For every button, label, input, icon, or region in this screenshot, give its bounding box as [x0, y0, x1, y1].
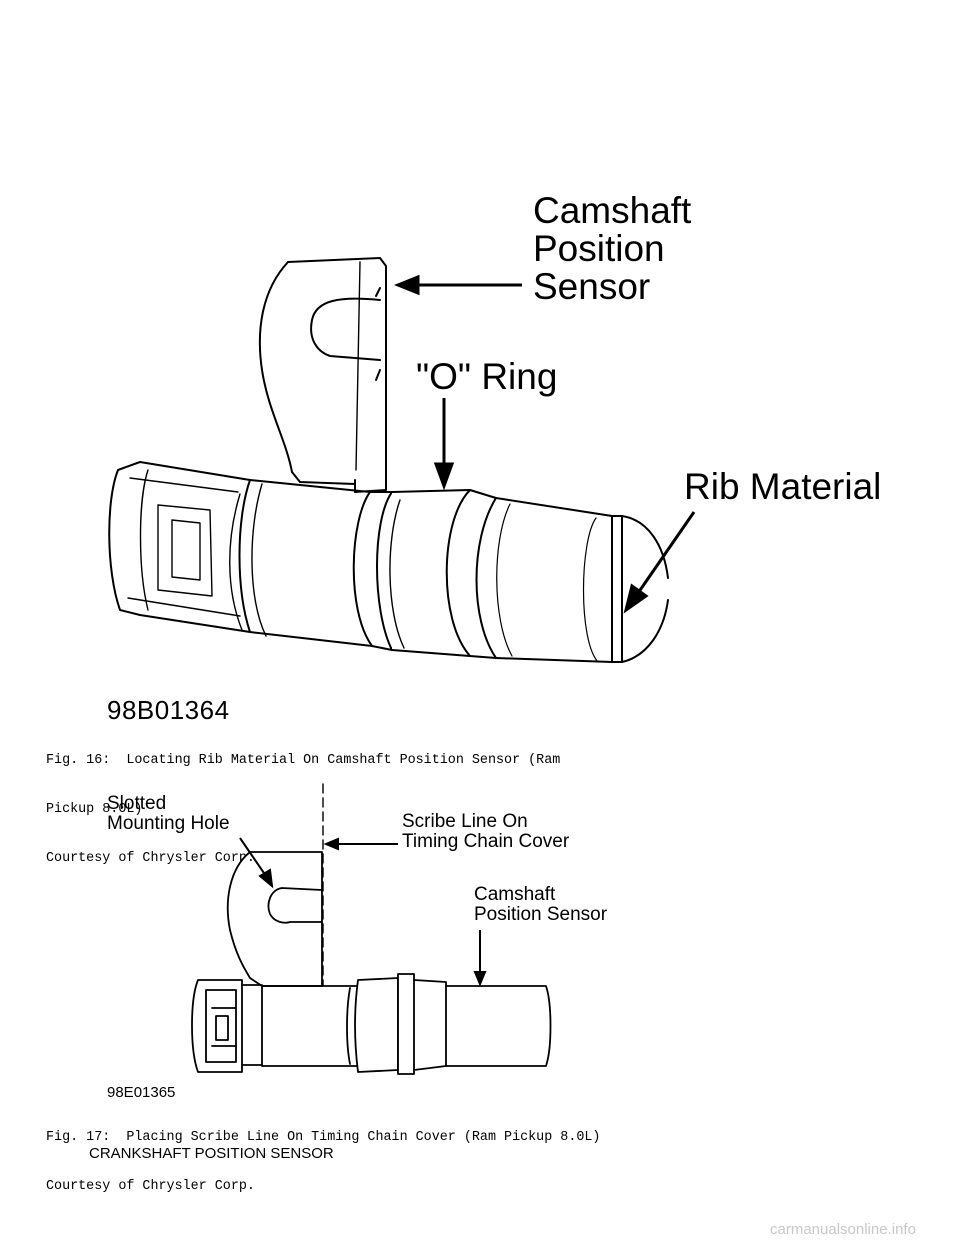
label-timing-chain-cover: Timing Chain Cover	[402, 831, 570, 852]
figure-17-illustration	[191, 783, 552, 1075]
section-heading: CRANKSHAFT POSITION SENSOR	[89, 1145, 334, 1162]
caption-line: Fig. 16: Locating Rib Material On Camsha…	[46, 753, 561, 769]
caption-credit: Courtesy of Chrysler Corp.	[46, 1179, 255, 1195]
label-mounting-hole: Mounting Hole	[107, 813, 230, 834]
label-position-sensor: Position Sensor	[474, 904, 608, 925]
caption-line: Pickup 8.0L)	[46, 802, 143, 818]
figure-16-image-code: 98B01364	[107, 695, 230, 725]
label-camshaft-2: Camshaft	[474, 884, 556, 905]
figure-16-illustration	[108, 257, 696, 663]
label-sensor: Sensor	[533, 266, 651, 307]
label-camshaft: Camshaft	[533, 190, 692, 231]
watermark: carmanualsonline.info	[770, 1221, 916, 1238]
figure-17-caption: Fig. 17: Placing Scribe Line On Timing C…	[46, 1098, 600, 1211]
label-scribe-line: Scribe Line On	[402, 811, 528, 832]
label-o-ring: "O" Ring	[416, 356, 558, 397]
caption-line: Fig. 17: Placing Scribe Line On Timing C…	[46, 1130, 601, 1146]
label-position: Position	[533, 228, 665, 269]
label-slotted: Slotted	[107, 793, 167, 814]
figure-17-image-code: 98E01365	[107, 1084, 176, 1101]
label-rib-material: Rib Material	[684, 466, 882, 507]
